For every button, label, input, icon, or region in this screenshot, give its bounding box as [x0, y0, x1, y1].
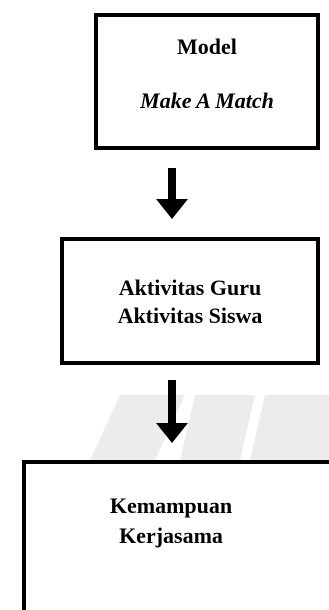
node-kemampuan: Kemampuan Kerjasama [22, 460, 329, 610]
node-kemampuan-line-2: Kerjasama [119, 523, 223, 548]
node-aktivitas-line-2: Aktivitas Siswa [117, 303, 263, 328]
node-aktivitas: Aktivitas Guru Aktivitas Siswa [60, 237, 320, 365]
node-model-title: Model [177, 34, 237, 59]
arrow-down-icon [156, 168, 188, 219]
node-kemampuan-line-1: Kemampuan [109, 493, 233, 518]
node-model-subtitle: Make A Match [140, 88, 274, 113]
node-aktivitas-line-1: Aktivitas Guru [118, 275, 262, 300]
node-model: Model Make A Match [94, 13, 320, 150]
arrow-down-icon [156, 380, 188, 443]
